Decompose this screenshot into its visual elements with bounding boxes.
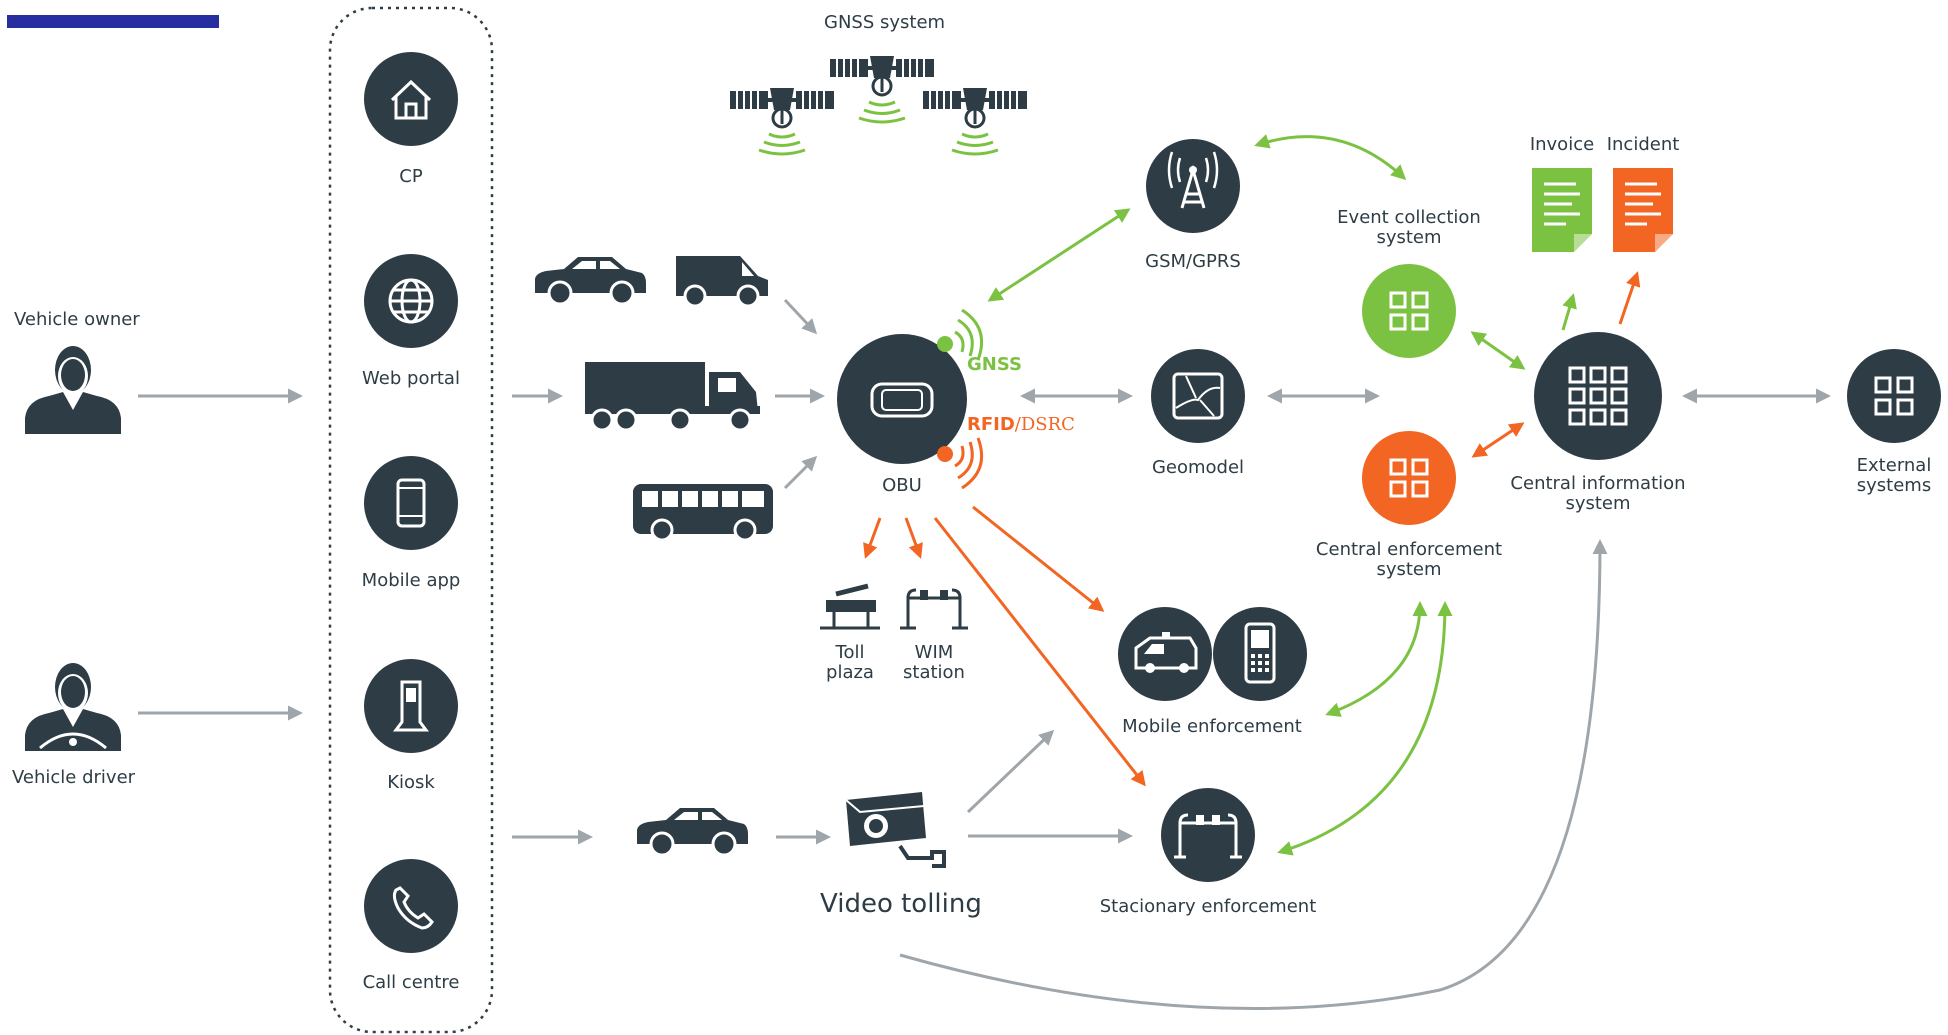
rfid-label: RFID <box>967 414 1015 435</box>
orange-arrows <box>863 271 1641 787</box>
event-collection-icon <box>1362 264 1456 358</box>
header-bar <box>7 15 219 28</box>
truck-icon <box>585 362 760 432</box>
central-enforcement-icon <box>1362 431 1456 525</box>
external-systems-label: External systems <box>1856 455 1932 496</box>
van-icon <box>1118 607 1212 701</box>
web-portal-label: Web portal <box>362 368 460 389</box>
wim-station-label: WIM station <box>903 642 965 683</box>
phone-icon <box>364 859 458 953</box>
home-icon <box>364 52 458 146</box>
toll-barrier-icon <box>820 583 880 630</box>
bus-icon <box>633 484 773 542</box>
mobile-enforcement-label: Mobile enforcement <box>1122 716 1302 737</box>
cp-label: CP <box>399 166 423 187</box>
mobile-app-label: Mobile app <box>361 570 461 591</box>
central-information-icon <box>1534 332 1662 460</box>
camera-icon <box>845 792 946 868</box>
event-collection-label: Event collection system <box>1337 207 1481 248</box>
gsm-gprs-label: GSM/GPRS <box>1145 251 1241 272</box>
vehicle-driver-label: Vehicle driver <box>12 767 136 788</box>
dsrc-label: /DSRC <box>1014 414 1075 435</box>
antenna-tower-icon <box>1146 139 1240 233</box>
globe-icon <box>364 254 458 348</box>
smartphone-icon <box>364 456 458 550</box>
car-icon <box>533 255 648 306</box>
gnss-label: GNSS <box>967 354 1022 375</box>
satellite-icon <box>728 54 1029 156</box>
central-enforcement-label: Central enforcement system <box>1315 539 1503 580</box>
gnss-system-label: GNSS system <box>824 12 946 33</box>
obu-device-icon <box>837 308 983 490</box>
invoice-document-icon <box>1530 166 1594 254</box>
vehicle-owner-label: Vehicle owner <box>14 309 140 330</box>
toll-plaza-label: Toll plaza <box>826 642 874 683</box>
stacionary-enforcement-label: Stacionary enforcement <box>1099 896 1317 917</box>
gray-arrows <box>138 298 1831 1011</box>
person-icon <box>25 346 121 434</box>
geomodel-label: Geomodel <box>1151 457 1245 478</box>
map-icon <box>1151 349 1245 443</box>
obu-label: OBU <box>882 475 922 496</box>
weigh-station-icon <box>900 588 968 630</box>
incident-label: Incident <box>1606 134 1680 155</box>
invoice-label: Invoice <box>1529 134 1595 155</box>
gantry-icon <box>1161 788 1255 882</box>
incident-document-icon <box>1611 166 1675 254</box>
video-tolling-label: Video tolling <box>820 889 982 919</box>
kiosk-icon <box>364 659 458 753</box>
call-centre-label: Call centre <box>362 972 460 993</box>
external-systems-icon <box>1847 349 1941 443</box>
handheld-terminal-icon <box>1213 607 1307 701</box>
car-icon <box>635 806 750 857</box>
driver-icon <box>25 663 121 751</box>
rfid-dsrc-label: RFID/DSRC <box>967 415 1075 435</box>
van-icon <box>676 256 768 308</box>
green-arrows <box>987 134 1577 856</box>
kiosk-label: Kiosk <box>387 772 435 793</box>
central-information-label: Central information system <box>1510 473 1686 514</box>
